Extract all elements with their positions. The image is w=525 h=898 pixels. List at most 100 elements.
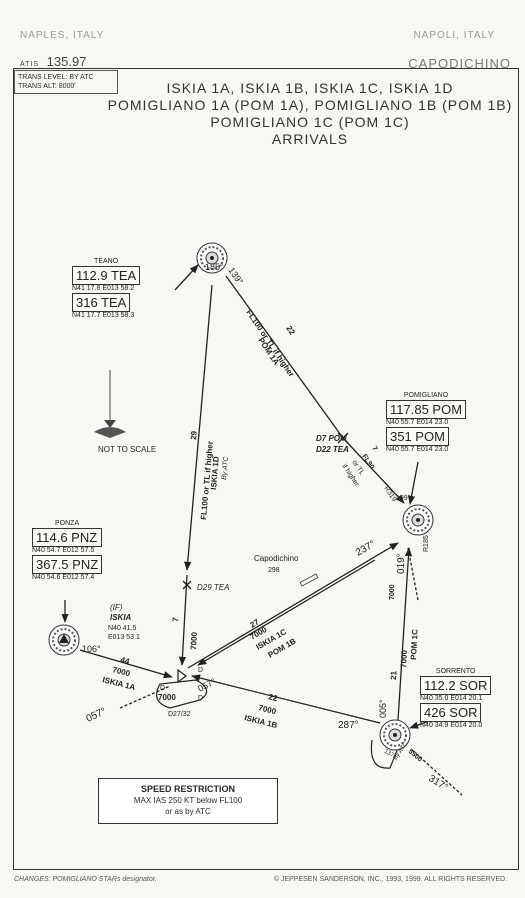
sorrento-vor-coord: N40 35.0 E014 20.1 <box>420 695 483 702</box>
speed-restriction-title: SPEED RESTRICTION <box>140 784 235 794</box>
alt-7000-g-label: 7000 <box>158 693 176 702</box>
not-to-scale-label: NOT TO SCALE <box>98 445 156 454</box>
radial-287-label: 287° <box>338 720 359 731</box>
speed-restriction-line2: or as by ATC <box>165 807 211 816</box>
alt-7000-b-label: 7000 <box>389 584 396 600</box>
trans-level: TRANS LEVEL: BY ATC <box>18 74 94 81</box>
route-d29-iskia <box>178 574 188 666</box>
radial-317-label: 317° <box>426 773 449 793</box>
pom1c-label: POM 1C <box>409 629 420 660</box>
pomigliano-navaid-box: POMIGLIANO 117.85 POM N40 55.7 E014 23.0… <box>386 392 467 454</box>
alt-7000-c-label: 7000 <box>112 665 132 678</box>
alt-5500-label: 5500 <box>407 748 424 763</box>
d-mark-c: D <box>198 695 203 702</box>
title-line-3: POMIGLIANO 1C (POM 1C) <box>210 114 410 130</box>
teano-vor-freq: 112.9 TEA <box>72 266 141 285</box>
radial-019-label: 019° <box>396 553 407 574</box>
ponza-navaid-box: PONZA 114.6 PNZ N40 54.7 E012 57.5 367.5… <box>32 520 103 582</box>
holding-pattern <box>156 679 208 709</box>
route-iskia-pom1b <box>187 542 399 669</box>
title-line-2: POMIGLIANO 1A (POM 1A), POMIGLIANO 1B (P… <box>107 97 513 113</box>
speed-restriction-line1: MAX IAS 250 KT below FL100 <box>133 796 243 805</box>
title-line-1: ISKIA 1A, ISKIA 1B, ISKIA 1C, ISKIA 1D <box>166 80 454 96</box>
pomigliano-vor-coord: N40 55.7 E014 23.0 <box>386 419 449 426</box>
route-057-stub <box>119 685 171 709</box>
d29-fix-icon <box>182 580 192 590</box>
teano-name: TEANO <box>94 258 119 265</box>
route-teano-box-link <box>174 264 199 291</box>
sorrento-ndb-coord: N40 34.9 E014 20.0 <box>420 722 483 729</box>
radial-237-label: 237° <box>354 539 377 559</box>
alt-7000-f-label: 7000 <box>258 703 278 716</box>
ponza-ndb-freq: 367.5 PNZ <box>32 555 103 574</box>
alt-7000-e-label: 7000 <box>399 649 409 668</box>
dist-44-label: 44 <box>120 655 131 666</box>
ponza-vor-coord: N40 54.7 E012 57.5 <box>32 547 95 554</box>
sorrento-ndb-freq: 426 SOR <box>420 703 482 722</box>
dist-21-label: 21 <box>389 670 398 680</box>
route-teano-iskia1d <box>184 284 213 571</box>
dist-22a-label: 22 <box>284 324 297 337</box>
route-sorrento-iskia1b <box>191 674 381 724</box>
iskia-if-label: (IF) <box>110 603 123 612</box>
sorrento-name: SORRENTO <box>435 668 476 675</box>
radial-199-label: 199° <box>396 494 411 502</box>
trans-alt: TRANS ALT: 8000' <box>18 83 76 90</box>
sorrento-vor-freq: 112.2 SOR <box>420 676 492 695</box>
atis-frequency: ATIS 135.97 <box>20 54 86 69</box>
teano-ndb-freq: 316 TEA <box>72 293 131 312</box>
iskia-lon-label: E013 53.1 <box>108 634 140 641</box>
route-pom-iskia1c <box>197 559 376 666</box>
d29-label: D29 TEA <box>197 583 229 592</box>
radial-139-label: 139° <box>226 265 245 286</box>
ponza-vor-freq: 114.6 PNZ <box>32 528 103 547</box>
dist-7b-label: 7 <box>171 617 180 622</box>
iskia-lat-label: N40 41.5 <box>108 625 137 632</box>
iskia-fix-label: ISKIA <box>110 613 132 622</box>
pomigliano-ndb-freq: 351 POM <box>386 427 449 446</box>
radial-057a-label: 057° <box>85 706 108 725</box>
radial-137-label: 137° <box>383 749 397 761</box>
d7pom-fix-icon <box>337 432 349 444</box>
iskia1a-label: ISKIA 1A <box>102 675 137 692</box>
iskia-fix-icon <box>177 668 187 684</box>
pomigliano-ndb-coord: N40 55.7 E014 23.0 <box>386 446 449 453</box>
ponza-ndb-coord: N40 54.6 E012 57.4 <box>32 574 95 581</box>
procedure-titles: ISKIA 1A, ISKIA 1B, ISKIA 1C, ISKIA 1D P… <box>100 80 520 148</box>
alt-7000-a-label: 7000 <box>189 631 199 650</box>
iskia1d-label: ISKIA 1D <box>209 456 221 490</box>
title-line-4: ARRIVALS <box>271 131 349 147</box>
route-sorrento-pom1c <box>397 547 413 721</box>
airport-name: CAPODICHINO <box>408 56 511 71</box>
ponza-triangle-icon <box>59 634 69 643</box>
d7pom-label: D7 POM <box>316 434 347 443</box>
by-atc-label: By ATC <box>221 455 230 480</box>
holding-pattern-sor <box>370 739 399 769</box>
chart-frame <box>13 68 519 870</box>
faint-header-left: NAPLES, ITALY <box>20 30 105 41</box>
changes-note: CHANGES: POMIGLIANO STARs designator. <box>14 876 157 883</box>
sorrento-navaid-box: SORRENTO 112.2 SOR N40 35.0 E014 20.1 42… <box>420 668 492 730</box>
radial-185-label: 185° <box>205 262 224 272</box>
dist-7a-label: 7 <box>370 445 378 452</box>
radial-106-label: 106° <box>82 644 101 654</box>
route-d7pom-pomigliano <box>342 437 405 504</box>
atis-value: 135.97 <box>46 54 87 69</box>
route-pom-box-link <box>407 461 419 505</box>
copyright-note: © JEPPESEN SANDERSON, INC., 1993, 1999. … <box>273 876 507 883</box>
north-arrow-icon <box>94 370 126 438</box>
d22tea-label: D22 TEA <box>316 445 349 454</box>
transition-box: TRANS LEVEL: BY ATC TRANS ALT: 8000' <box>14 70 118 94</box>
d-mark-b: D <box>198 667 203 674</box>
teano-vor-coord: N41 17.8 E013 58.2 <box>72 285 135 292</box>
route-ponza-iskia1a <box>79 649 173 679</box>
faint-header-right: NAPOLI, ITALY <box>413 30 495 41</box>
atis-label: ATIS <box>20 61 40 68</box>
fl100-a-label: FL100 or TL if higher <box>244 308 296 379</box>
r185-label: R185 <box>423 535 430 552</box>
route-teano-pom1a <box>225 275 344 439</box>
capodichino-elev: 298 <box>268 567 280 574</box>
teano-navaid-box: TEANO 112.9 TEA N41 17.8 E013 58.2 316 T… <box>72 258 141 320</box>
dist-22b-label: 22 <box>268 692 279 703</box>
